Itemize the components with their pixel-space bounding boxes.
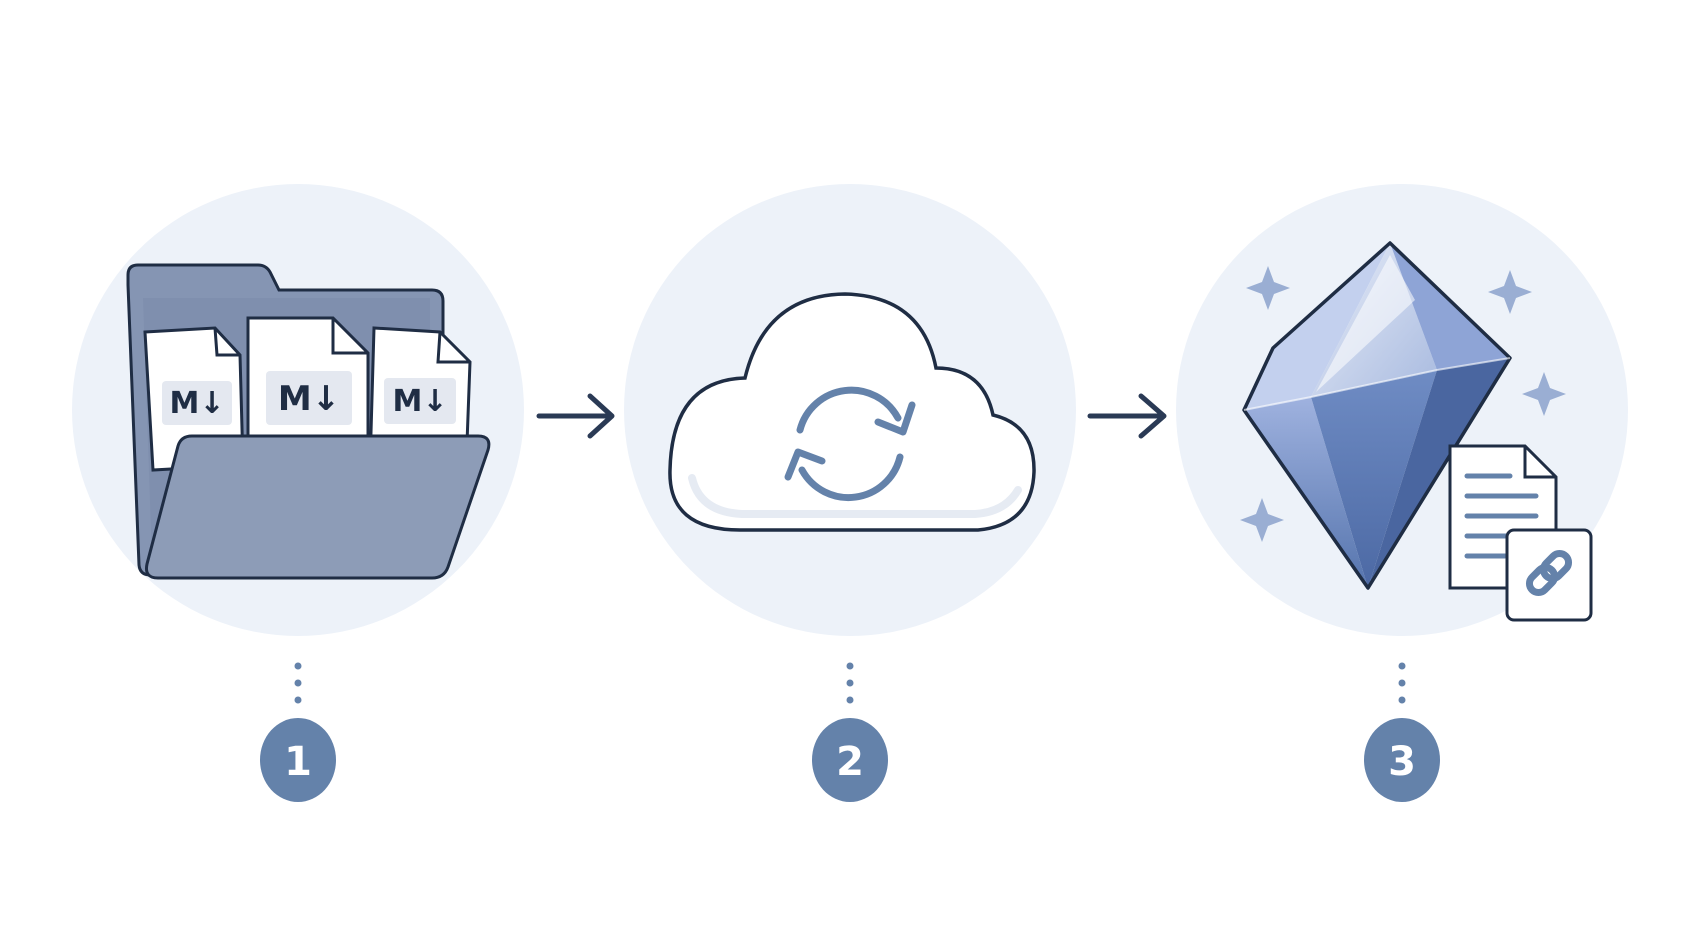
markdown-file-1-label: M↓ [170,386,225,421]
link-icon [1525,549,1573,597]
step-1-number: 1 [284,739,312,785]
obsidian-gem-icon [1242,241,1512,590]
arrow-right-icon [1087,393,1167,439]
step-2-connector [846,662,854,704]
step-3: 3 [1176,184,1628,802]
markdown-file-3-label: M↓ [393,384,448,419]
step-3-number: 3 [1388,739,1416,785]
step-2-badge: 2 [812,718,888,802]
markdown-file-3: M↓ [368,326,472,472]
markdown-file-2-label: M↓ [278,379,340,419]
step-2: 2 [624,184,1076,802]
link-badge [1505,528,1593,622]
markdown-file-2: M↓ [246,316,370,472]
sparkle-icon [1240,266,1566,542]
sync-arrows-icon [784,386,916,501]
markdown-folder-icon: M↓ M↓ M↓ [126,263,491,580]
cloud-shape [668,292,1036,532]
cloud-sync-icon [668,292,1036,532]
step-2-number: 2 [836,739,864,785]
step-1-connector [294,662,302,704]
folder-front [145,434,491,580]
step-3-connector [1398,662,1406,704]
arrow-right-icon [536,393,615,439]
step-3-badge: 3 [1364,718,1440,802]
step-1: M↓ M↓ M↓ [72,184,524,802]
step-1-badge: 1 [260,718,336,802]
